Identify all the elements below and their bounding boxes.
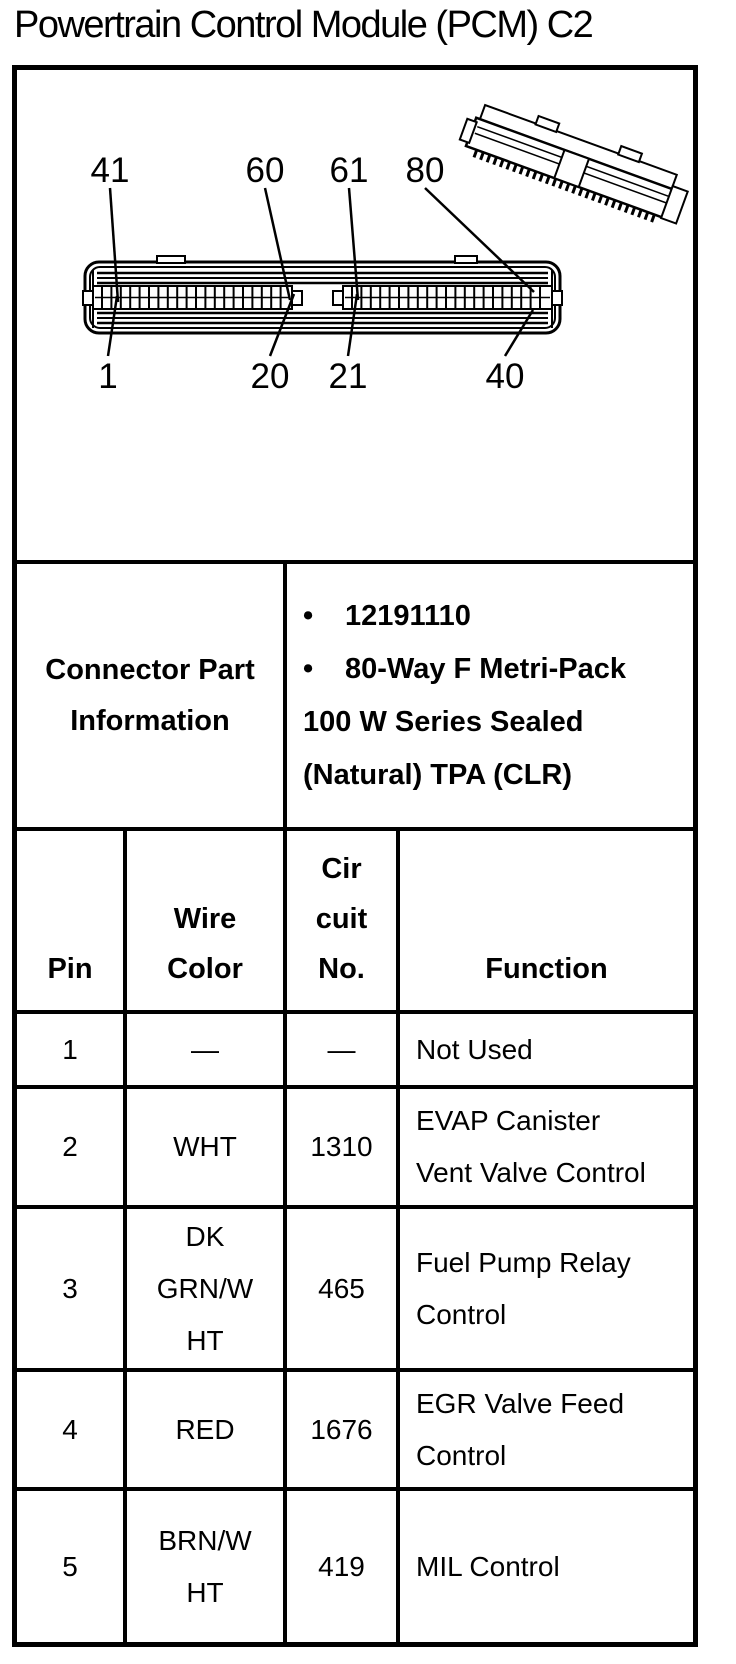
- part-number-item: • 12191110: [303, 590, 693, 643]
- bullet-icon: •: [303, 652, 314, 685]
- page-title: Powertrain Control Module (PCM) C2: [14, 4, 594, 46]
- pin-label-1: 1: [98, 357, 117, 396]
- cell-circuit-no: 1676: [287, 1372, 400, 1487]
- header-pin: Pin: [17, 831, 127, 1010]
- leader-lines: [106, 187, 535, 357]
- cell-circuit-no: 419: [287, 1491, 400, 1642]
- cell-pin: 2: [17, 1089, 127, 1205]
- cell-pin: 4: [17, 1372, 127, 1487]
- cell-function: Not Used: [416, 1033, 533, 1065]
- pin-label-60: 60: [246, 151, 285, 190]
- pin-label-40: 40: [486, 357, 525, 396]
- connector-diagram-section: 41 60 61 80 1 20 21 40: [17, 70, 693, 560]
- cell-pin: 3: [17, 1209, 127, 1368]
- pin-bank-right: [342, 285, 553, 310]
- connector-diagram: 41 60 61 80 1 20 21 40: [82, 103, 690, 396]
- cell-wire-color: WHT: [127, 1089, 287, 1205]
- cell-pin: 1: [17, 1014, 127, 1085]
- cell-circuit-no: —: [287, 1014, 400, 1085]
- part-description-cont: 100 W Series Sealed: [303, 705, 584, 738]
- part-info-details: • 12191110 • 80-Way F Metri-Pack 100 W S…: [287, 564, 693, 827]
- cell-circuit-no: 465: [287, 1209, 400, 1368]
- pin-label-80: 80: [406, 151, 445, 190]
- pin-label-20: 20: [251, 357, 290, 396]
- part-description-cont: (Natural) TPA (CLR): [303, 758, 573, 791]
- cell-function: MIL Control: [416, 1550, 560, 1582]
- bullet-icon: •: [303, 599, 314, 632]
- part-description-item: • 80-Way F Metri-Pack: [303, 643, 693, 696]
- connector-iso-view: [458, 103, 690, 225]
- part-description: 80-Way F Metri-Pack: [345, 652, 626, 685]
- pin-bank-left: [92, 285, 293, 310]
- cell-wire-color: —: [127, 1014, 287, 1085]
- cell-wire-color: RED: [127, 1372, 287, 1487]
- cell-circuit-no: 1310: [287, 1089, 400, 1205]
- pin-label-21: 21: [329, 357, 368, 396]
- pin-label-61: 61: [330, 151, 369, 190]
- cell-pin: 5: [17, 1491, 127, 1642]
- pin-label-41: 41: [91, 151, 130, 190]
- part-number: 12191110: [345, 599, 471, 632]
- header-function: Function: [485, 953, 608, 985]
- table-row: 1 — — Not Used: [17, 1010, 693, 1085]
